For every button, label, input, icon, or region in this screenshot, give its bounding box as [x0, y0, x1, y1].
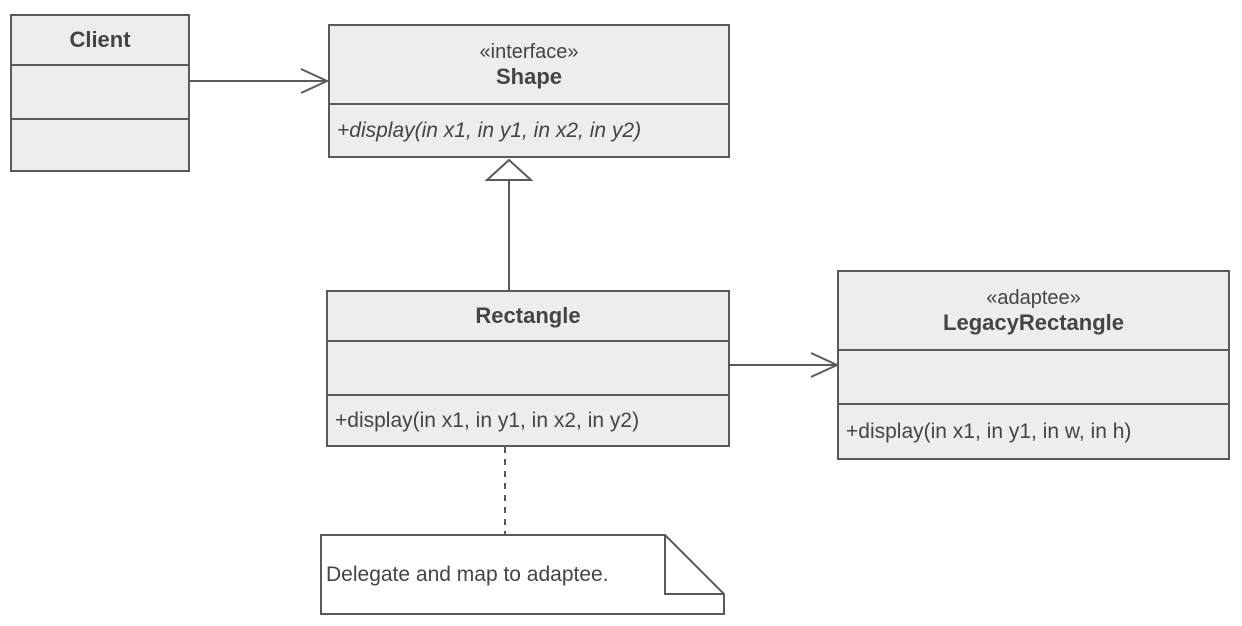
class-rectangle-operation: +display(in x1, in y1, in x2, in y2) — [328, 394, 728, 445]
class-client-operations-compartment — [12, 118, 188, 170]
class-shape[interactable]: «interface» Shape +display(in x1, in y1,… — [328, 24, 730, 158]
class-shape-name: Shape — [495, 63, 563, 89]
class-rectangle-name: Rectangle — [475, 303, 581, 328]
note-shape — [320, 534, 725, 615]
note-text: Delegate and map to adaptee. — [326, 563, 609, 586]
hollow-triangle-arrowhead-icon — [484, 158, 534, 181]
class-legacyrectangle-operation: +display(in x1, in y1, in w, in h) — [839, 403, 1228, 458]
class-shape-name-compartment: «interface» Shape — [330, 26, 728, 103]
association-rectangle-to-legacyrectangle — [729, 352, 840, 378]
class-legacyrectangle-name: LegacyRectangle — [943, 309, 1124, 335]
class-legacyrectangle-stereotype: «adaptee» — [986, 286, 1081, 309]
class-legacyrectangle[interactable]: «adaptee» LegacyRectangle +display(in x1… — [837, 270, 1230, 460]
class-rectangle[interactable]: Rectangle +display(in x1, in y1, in x2, … — [326, 290, 730, 447]
class-shape-stereotype: «interface» — [479, 40, 579, 63]
class-client-attributes-compartment — [12, 64, 188, 118]
class-rectangle-name-compartment: Rectangle — [328, 292, 728, 340]
class-shape-operation: +display(in x1, in y1, in x2, in y2) — [330, 103, 728, 156]
class-legacyrectangle-name-compartment: «adaptee» LegacyRectangle — [839, 272, 1228, 349]
class-client-name: Client — [69, 27, 131, 52]
note-folded-corner-icon — [664, 535, 724, 595]
class-rectangle-attributes-compartment — [328, 340, 728, 394]
class-client[interactable]: Client — [10, 14, 190, 172]
realization-rectangle-to-shape — [484, 158, 534, 290]
class-legacyrectangle-attributes-compartment — [839, 349, 1228, 403]
class-client-name-compartment: Client — [12, 16, 188, 64]
association-client-to-shape — [189, 68, 330, 94]
open-arrowhead-icon — [300, 68, 330, 94]
